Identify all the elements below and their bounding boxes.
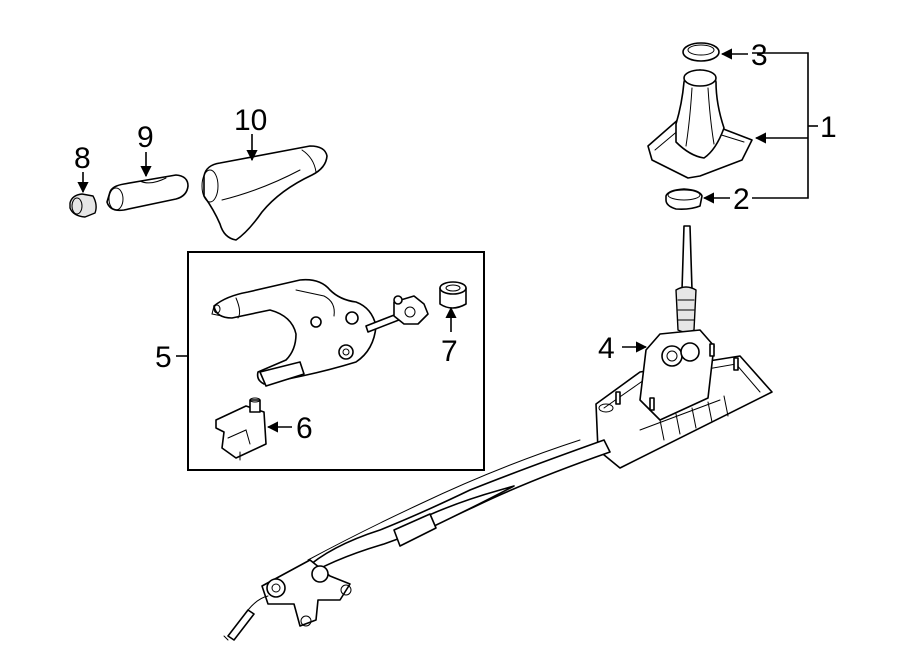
part-10-lever-boot	[201, 145, 328, 241]
part-6-sensor-bracket	[215, 397, 267, 461]
callout-8: 8	[74, 142, 91, 175]
callout-9: 9	[137, 121, 154, 154]
part-5-lever-bracket	[211, 278, 429, 387]
callout-3: 3	[751, 39, 768, 72]
callout-4: 4	[598, 332, 615, 365]
part-2-retaining-clip	[665, 188, 703, 210]
shift-cables	[223, 439, 611, 641]
leader-lines	[77, 48, 818, 433]
callout-10: 10	[234, 104, 267, 137]
callout-7: 7	[441, 335, 458, 368]
inset-frame	[187, 251, 485, 471]
part-3-knob-cap	[682, 42, 720, 62]
callout-2: 2	[733, 183, 750, 216]
callout-1: 1	[820, 111, 837, 144]
part-4-shifter-housing	[595, 225, 773, 469]
part-7-bushing	[439, 281, 467, 309]
part-9-handle-grip	[106, 174, 189, 212]
callout-6: 6	[296, 412, 313, 445]
part-1-shift-knob-boot	[647, 69, 753, 179]
callout-5: 5	[155, 341, 172, 374]
part-8-end-cap	[69, 193, 97, 218]
